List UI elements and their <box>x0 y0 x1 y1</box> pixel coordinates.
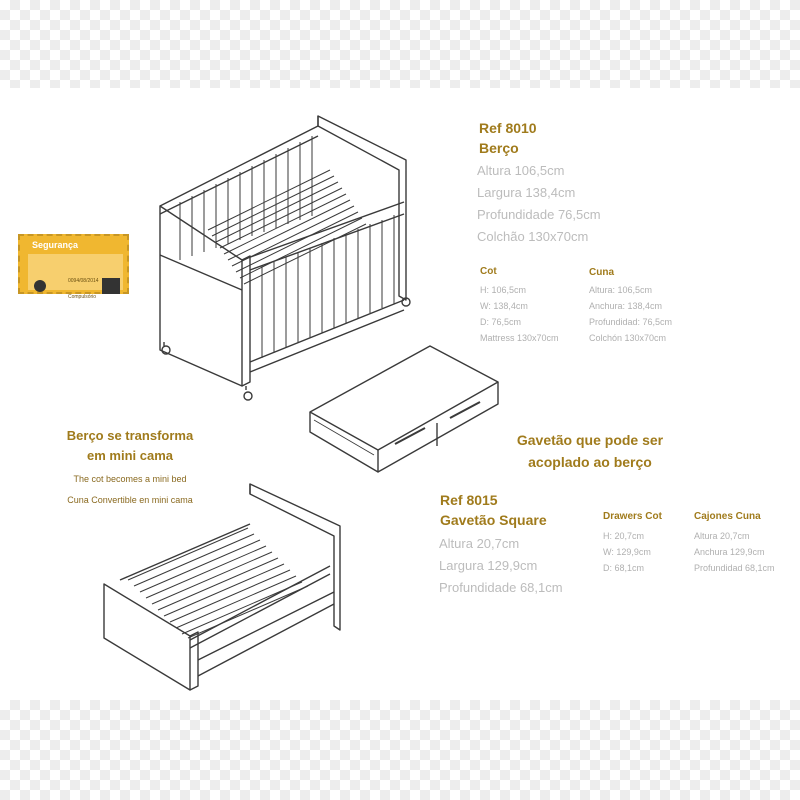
crib-spec-depth: Profundidade 76,5cm <box>477 207 601 222</box>
drawer-name: Gavetão Square <box>440 512 547 528</box>
cuna-heading: Cuna <box>589 267 614 278</box>
transform-line-1: Berço se transforma <box>66 428 194 443</box>
crib-name: Berço <box>479 140 519 156</box>
seal-title: Segurança <box>32 240 79 250</box>
cuna-line: Altura: 106,5cm <box>589 285 653 295</box>
cuna-line: Profundidad: 76,5cm <box>589 317 673 327</box>
cajones-line: Profundidad 68,1cm <box>694 563 775 573</box>
drawer-spec-width: Largura 129,9cm <box>439 558 538 573</box>
transform-caption: Berço se transforma em mini cama The cot… <box>30 426 230 511</box>
cot-line: D: 76,5cm <box>480 317 522 327</box>
seal-label: Compulsório <box>68 294 97 300</box>
cot-line: H: 106,5cm <box>480 285 527 295</box>
transform-english: The cot becomes a mini bed <box>73 474 187 484</box>
crib-illustration <box>159 115 411 401</box>
seal-panel: 0094/08/2014 Compulsório <box>28 254 123 300</box>
crib-ref: Ref 8010 <box>479 120 537 136</box>
inmetro-logo-icon <box>102 278 120 294</box>
drawer-spec-depth: Profundidade 68,1cm <box>439 580 563 595</box>
cajones-cuna-column: Cajones Cuna Altura 20,7cm Anchura 129,9… <box>694 510 775 576</box>
certification-logo-icon <box>34 280 46 292</box>
crib-specs: Altura 106,5cm Largura 138,4cm Profundid… <box>477 160 601 248</box>
drawers-cot-line: W: 129,9cm <box>603 547 651 557</box>
cot-heading: Cot <box>480 266 497 277</box>
crib-spec-mattress: Colchão 130x70cm <box>477 229 589 244</box>
drawer-ref: Ref 8015 <box>440 492 498 508</box>
cot-line: W: 138,4cm <box>480 301 528 311</box>
transform-spanish: Cuna Convertible en mini cama <box>67 495 193 505</box>
transform-line-2: em mini cama <box>87 448 173 463</box>
cot-specs-column: Cot H: 106,5cm W: 138,4cm D: 76,5cm Matt… <box>480 265 559 346</box>
cajones-heading: Cajones Cuna <box>694 511 761 522</box>
safety-certification-seal: Segurança 0094/08/2014 Compulsório <box>18 234 129 300</box>
drawer-caption-line-2: acoplado ao berço <box>528 454 652 470</box>
drawer-illustration <box>309 345 499 473</box>
cot-line: Mattress 130x70cm <box>480 333 559 343</box>
transparency-band-top <box>0 0 800 88</box>
drawers-cot-column: Drawers Cot H: 20,7cm W: 129,9cm D: 68,1… <box>603 510 662 576</box>
cuna-line: Colchón 130x70cm <box>589 333 667 343</box>
drawer-caption: Gavetão que pode ser acoplado ao berço <box>490 429 690 473</box>
mini-bed-illustration <box>103 483 341 691</box>
cuna-specs-column: Cuna Altura: 106,5cm Anchura: 138,4cm Pr… <box>589 266 672 346</box>
drawers-cot-line: H: 20,7cm <box>603 531 645 541</box>
drawer-specs: Altura 20,7cm Largura 129,9cm Profundida… <box>439 533 563 599</box>
cajones-line: Altura 20,7cm <box>694 531 750 541</box>
crib-spec-height: Altura 106,5cm <box>477 163 565 178</box>
drawers-cot-heading: Drawers Cot <box>603 511 662 522</box>
transparency-band-bottom <box>0 700 800 800</box>
cajones-line: Anchura 129,9cm <box>694 547 765 557</box>
drawer-caption-line-1: Gavetão que pode ser <box>516 432 664 448</box>
cuna-line: Anchura: 138,4cm <box>589 301 663 311</box>
drawers-cot-line: D: 68,1cm <box>603 563 645 573</box>
crib-spec-width: Largura 138,4cm <box>477 185 576 200</box>
seal-code: 0094/08/2014 <box>68 278 99 284</box>
drawer-spec-height: Altura 20,7cm <box>439 536 520 551</box>
